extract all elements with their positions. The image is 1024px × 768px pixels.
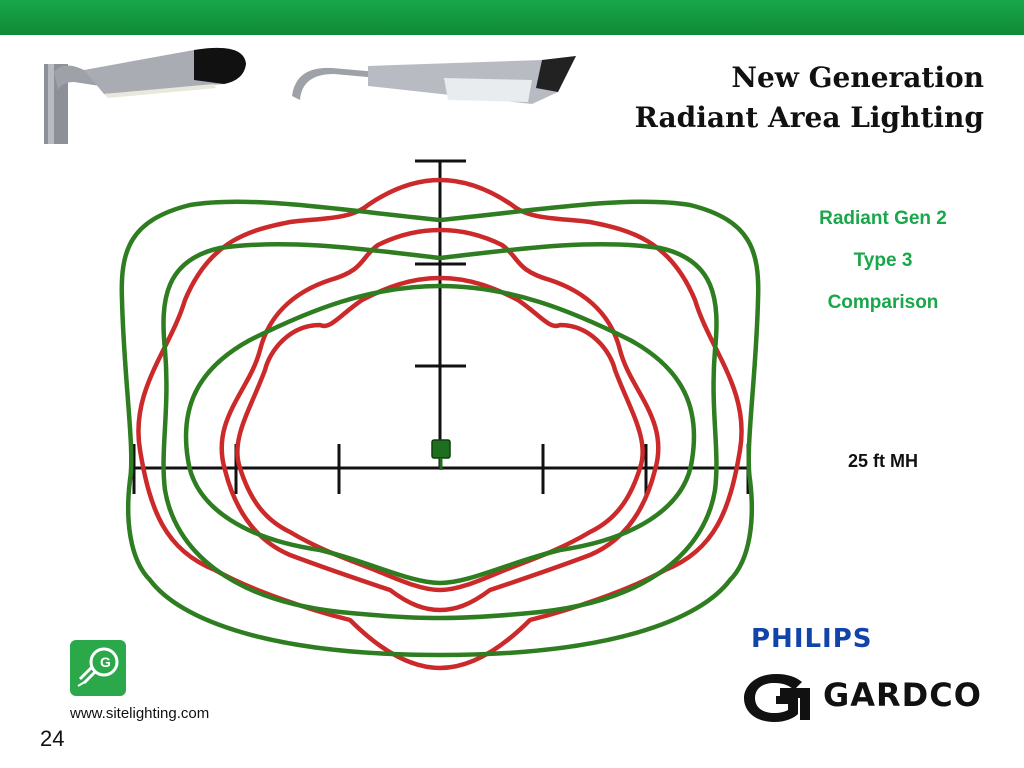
red-contours — [136, 177, 744, 671]
legend-line-1: Radiant Gen 2 — [819, 208, 947, 229]
red-contour-inner — [235, 275, 645, 593]
philips-logo: PHILIPS — [751, 624, 873, 654]
streetlight-luminaire-icon — [44, 47, 246, 144]
mounting-height-label: 25 ft MH — [847, 451, 918, 471]
gardco-g-logo-icon — [744, 674, 810, 722]
isofootcandle-diagram — [119, 159, 761, 671]
area-light-luminaire-icon — [292, 56, 576, 104]
header-bar — [0, 0, 1024, 35]
legend-line-3: Comparison — [827, 292, 939, 313]
red-contour-middle — [219, 227, 661, 613]
green-contours — [119, 199, 761, 658]
green-contour-inner — [183, 283, 697, 586]
website-link[interactable]: www.sitelighting.com — [70, 705, 210, 722]
green-lightbulb-logo-icon: G — [70, 640, 126, 696]
legend-line-2: Type 3 — [853, 250, 913, 271]
green-contour-outer — [119, 199, 761, 658]
legend: Radiant Gen 2 Type 3 Comparison — [790, 206, 976, 332]
title-line-2: Radiant Area Lighting — [634, 101, 984, 134]
slide-title: New Generation Radiant Area Lighting — [635, 58, 984, 138]
pole-location-icon — [431, 439, 451, 470]
page-number: 24 — [40, 726, 65, 751]
green-contour-middle — [161, 241, 719, 621]
gardco-logo-text: GARDCO — [823, 676, 982, 714]
title-line-1: New Generation — [731, 61, 984, 94]
svg-text:G: G — [100, 654, 111, 670]
red-contour-outer — [136, 177, 744, 671]
